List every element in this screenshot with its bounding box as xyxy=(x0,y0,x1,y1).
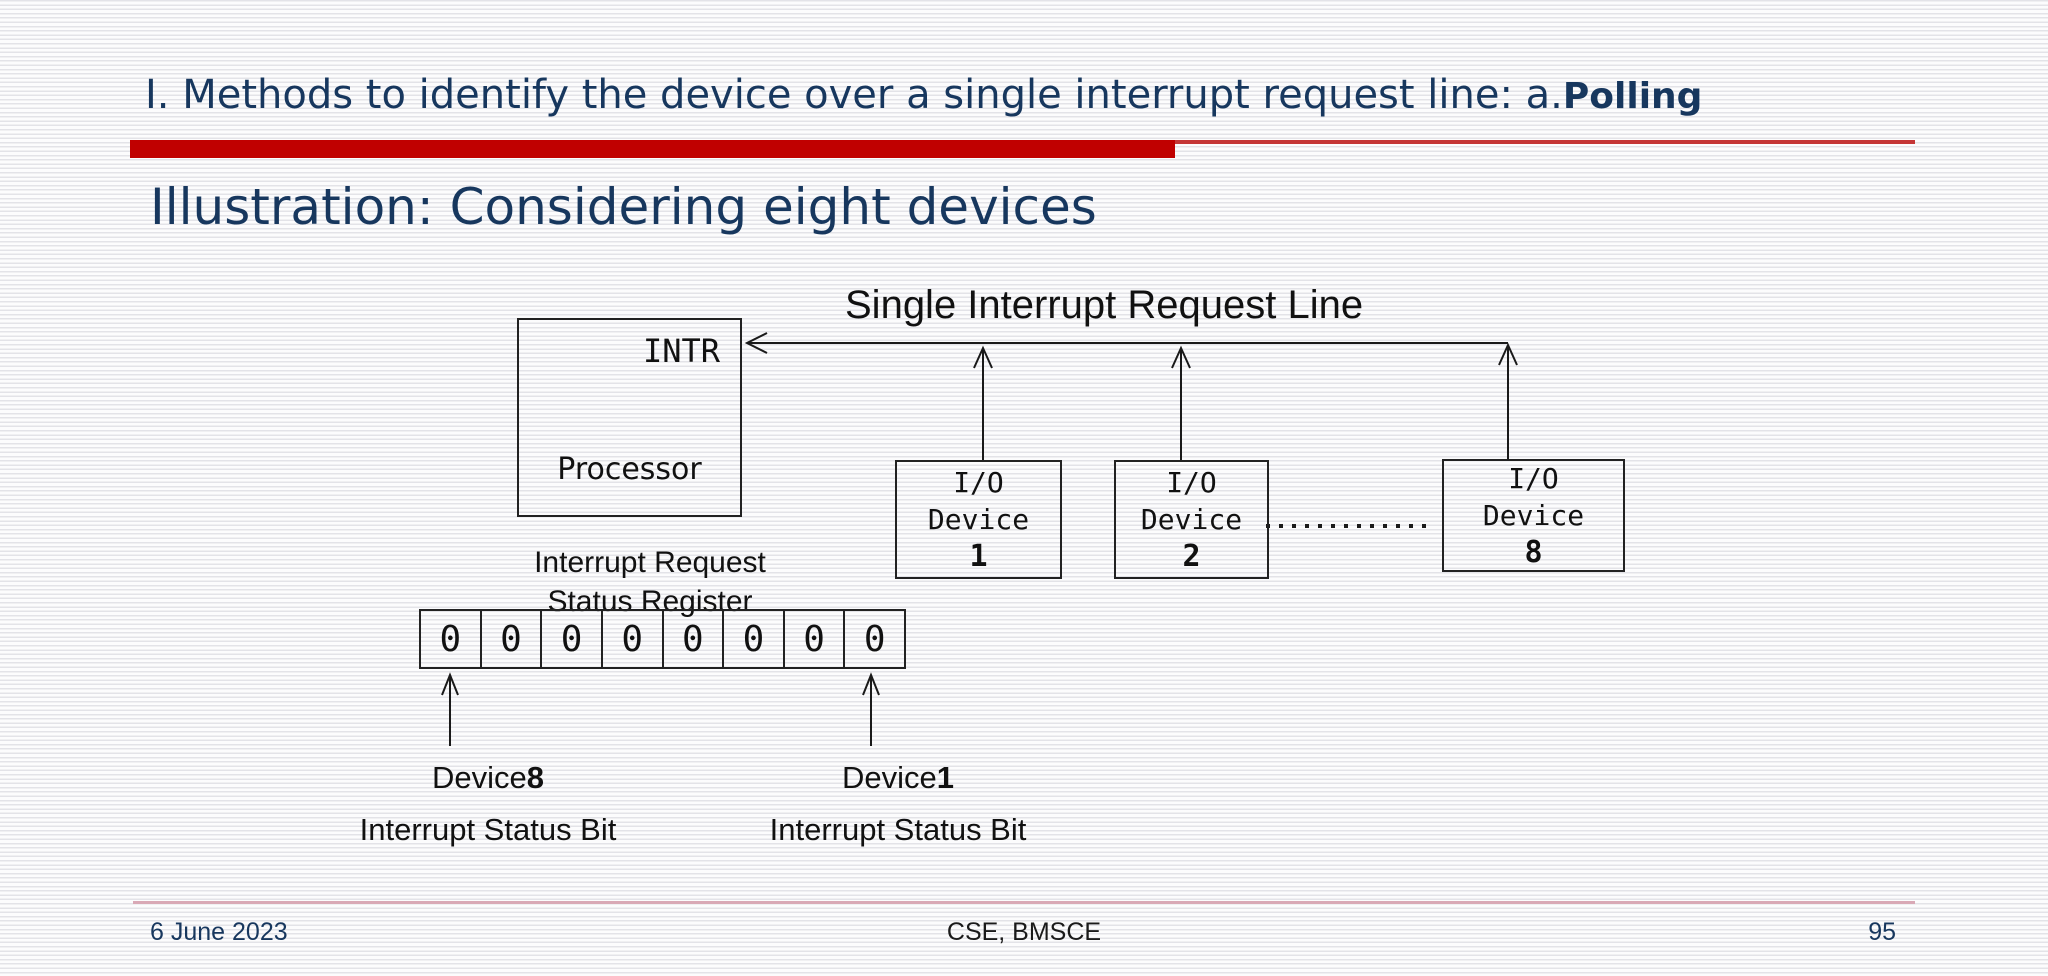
register-bit: 0 xyxy=(439,618,462,660)
io-device-8-box: I/O Device 8 xyxy=(1442,459,1625,572)
interrupt-status-register: 0 0 0 0 0 0 0 0 xyxy=(419,609,906,669)
arrowhead-up-icon xyxy=(1498,342,1518,366)
io-device-line1: I/O xyxy=(1508,462,1559,495)
device8-status-bit-label: Device8 Interrupt Status Bit xyxy=(278,752,698,856)
io-device-line2: Device xyxy=(1482,499,1585,532)
page-title-bold: Polling xyxy=(1562,76,1703,117)
io-device-2-box: I/O Device 2 xyxy=(1114,460,1269,579)
io-device-line2: Device xyxy=(1140,503,1243,536)
device8-label-line2: Interrupt Status Bit xyxy=(359,812,617,847)
io-device-number: 8 xyxy=(1524,535,1543,570)
io-device-1-box: I/O Device 1 xyxy=(895,460,1062,579)
footer-divider-line xyxy=(133,901,1915,904)
register-bit: 0 xyxy=(722,611,783,667)
processor-box: INTR Processor xyxy=(517,318,742,517)
register-bit: 0 xyxy=(540,611,601,667)
processor-label: Processor xyxy=(557,452,702,487)
device-word: Device xyxy=(431,760,527,795)
register-bit: 0 xyxy=(600,611,662,667)
arrowhead-up-icon xyxy=(1171,345,1191,369)
register-label-line1: Interrupt Request xyxy=(534,546,766,579)
device1-label-line2: Interrupt Status Bit xyxy=(769,812,1027,847)
footer-institution: CSE, BMSCE xyxy=(946,918,1102,946)
io-device-line2: Device xyxy=(927,503,1030,536)
arrowhead-up-icon xyxy=(973,345,993,369)
arrowhead-left-icon xyxy=(744,332,768,354)
io-device-line1: I/O xyxy=(1166,466,1217,499)
interrupt-line-label: Single Interrupt Request Line xyxy=(845,283,1364,327)
intr-port-label: INTR xyxy=(642,332,720,370)
page-title: I. Methods to identify the device over a… xyxy=(145,72,1702,118)
io-device-number: 2 xyxy=(1182,539,1201,574)
io-device-line1: I/O xyxy=(953,466,1004,499)
register-label-line2: Status Register xyxy=(547,585,753,618)
device-word: Device xyxy=(841,760,937,795)
slide-subtitle: Illustration: Considering eight devices xyxy=(150,178,1097,236)
register-bit: 0 xyxy=(782,611,844,667)
arrowhead-up-icon xyxy=(441,672,459,696)
device-number: 8 xyxy=(526,760,544,795)
title-accent-bar xyxy=(130,140,1175,158)
arrowhead-up-icon xyxy=(862,672,880,696)
device1-status-bit-label: Device1 Interrupt Status Bit xyxy=(688,752,1108,856)
register-label: Interrupt Request Status Register xyxy=(450,543,850,621)
io-device-number: 1 xyxy=(969,539,988,574)
title-accent-line xyxy=(1175,140,1915,144)
device1-label-line1: Device1 xyxy=(688,752,1108,804)
device8-label-line1: Device8 xyxy=(278,752,698,804)
register-bit: 0 xyxy=(843,611,904,667)
page-title-text: I. Methods to identify the device over a… xyxy=(145,72,1563,118)
register-bit: 0 xyxy=(661,611,723,667)
register-bit: 0 xyxy=(479,611,541,667)
footer-date: 6 June 2023 xyxy=(150,918,288,946)
device-number: 1 xyxy=(936,760,954,795)
footer-page-number: 95 xyxy=(1868,918,1896,946)
